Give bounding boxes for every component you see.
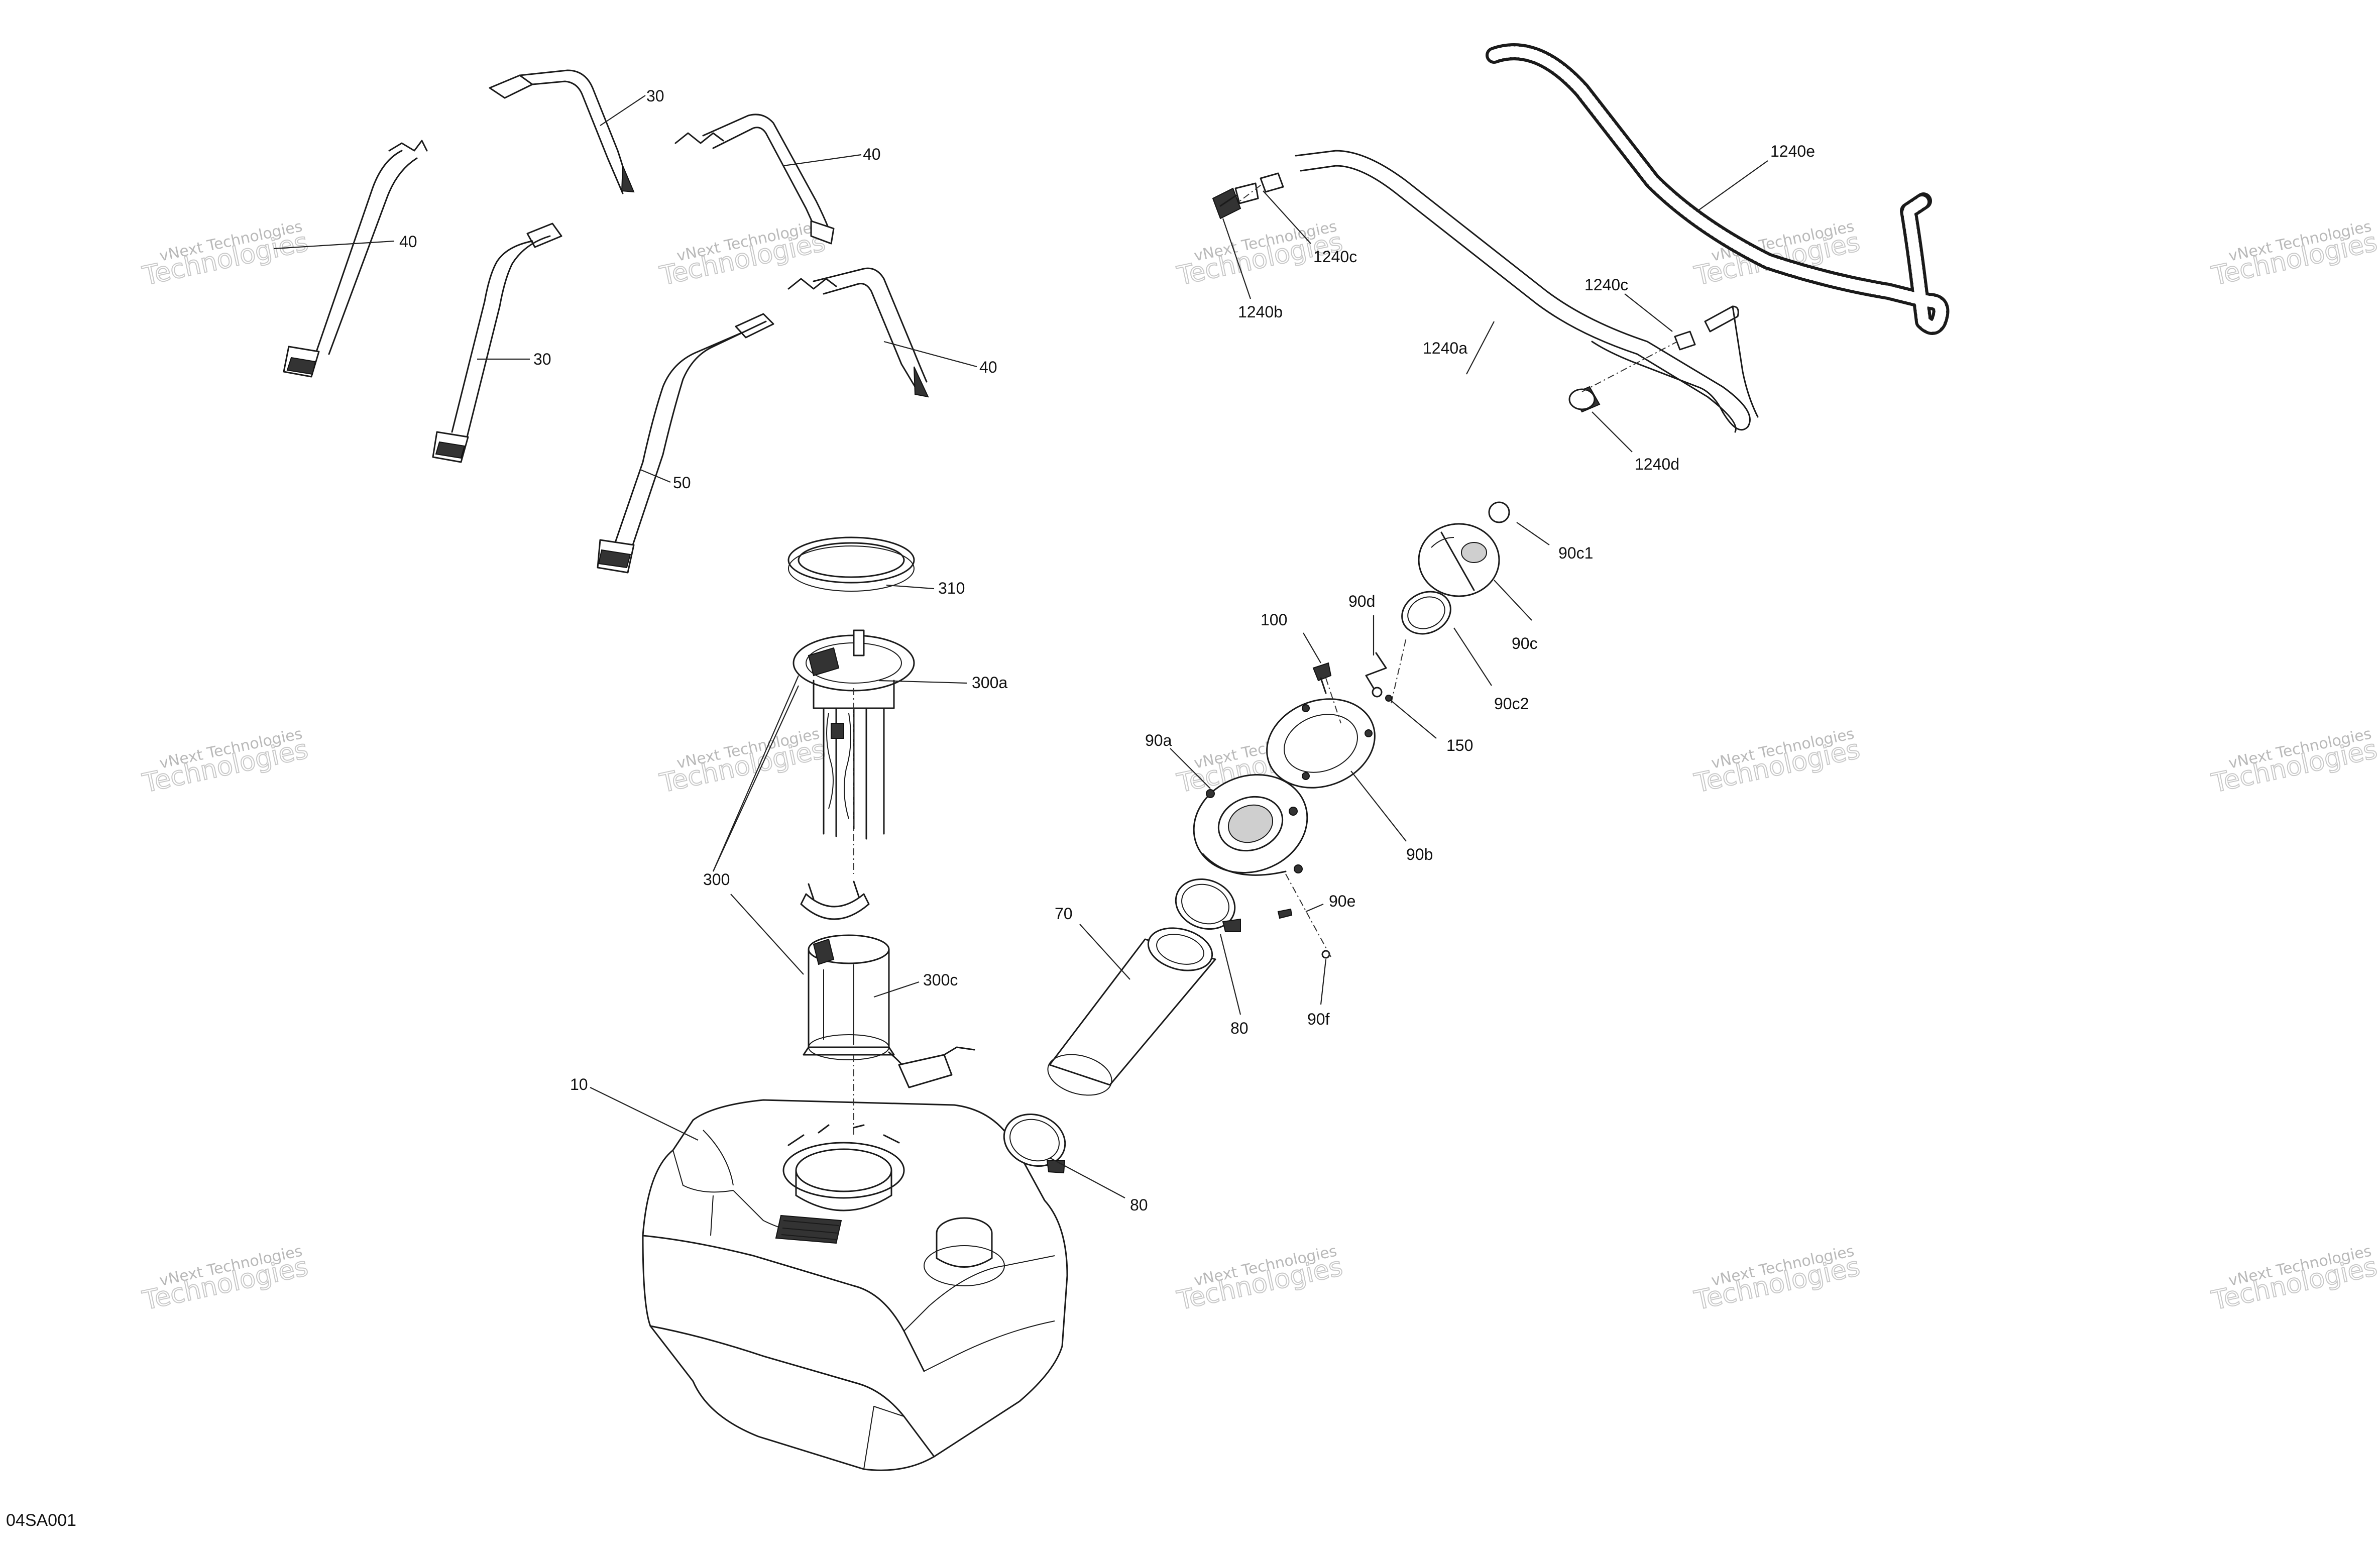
callout-1240b: 1240b: [1238, 303, 1283, 321]
pump-bracket[interactable]: [800, 880, 870, 920]
strap-30-mid[interactable]: [432, 223, 562, 463]
callout-90f: 90f: [1307, 1010, 1330, 1028]
filler-base-90a[interactable]: [1180, 759, 1321, 888]
callout-30-mid: 30: [533, 350, 551, 368]
watermark: vNext Technologies Technologies: [139, 217, 311, 292]
screw-150[interactable]: [1385, 695, 1392, 702]
callout-10: 10: [570, 1075, 588, 1093]
callout-1240a: 1240a: [1423, 339, 1467, 357]
watermark: vNext Technologies Technologies: [139, 725, 311, 799]
strap-50[interactable]: [597, 313, 774, 574]
vent-fitting-1240b[interactable]: [1212, 182, 1259, 219]
watermark: vNext Technologies Technologies: [1691, 725, 1863, 799]
fuel-level-sender[interactable]: [898, 1046, 975, 1088]
o-ring-90c2[interactable]: [1395, 584, 1457, 642]
callout-1240e: 1240e: [1770, 142, 1815, 160]
vent-valve-1240d[interactable]: [1568, 386, 1601, 413]
callout-90d: 90d: [1348, 592, 1375, 610]
watermark: vNext Technologies Technologies: [2208, 217, 2380, 292]
callout-1240d: 1240d: [1635, 455, 1679, 473]
watermark: vNext Technologies Technologies: [2208, 725, 2380, 799]
strap-40-right[interactable]: [787, 267, 929, 398]
callout-40-top: 40: [863, 145, 881, 163]
pump-module-300a[interactable]: [792, 629, 915, 840]
drawing-code: 04SA001: [6, 1511, 76, 1530]
callout-labels: 30 40 40 30 40 50 310 300a 300 300c 10 7…: [399, 87, 1815, 1214]
callout-300: 300: [703, 870, 730, 889]
callout-300c: 300c: [923, 971, 958, 989]
vent-clamp-1240c-right[interactable]: [1674, 330, 1696, 351]
vent-hose-1240a[interactable]: [1295, 150, 1759, 433]
watermark: vNext Technologies Technologies: [1691, 1242, 1863, 1316]
watermark: vNext Technologies Technologies: [656, 725, 828, 799]
clamp-80-upper[interactable]: [1169, 871, 1242, 937]
callout-100: 100: [1261, 611, 1287, 629]
vent-clamp-1240c-top[interactable]: [1260, 172, 1284, 193]
filler-hose-70[interactable]: [1043, 922, 1217, 1102]
callout-80-upper: 80: [1230, 1019, 1249, 1037]
fuel-pump-300c[interactable]: [803, 934, 910, 1076]
watermark: vNext Technologies Technologies: [1174, 1242, 1345, 1316]
callout-50: 50: [673, 474, 691, 492]
vent-hose-1240e[interactable]: [1486, 43, 1950, 335]
assembly-lines: [853, 183, 1678, 1138]
callout-70: 70: [1055, 905, 1073, 923]
strap-30-top[interactable]: [489, 69, 635, 194]
callout-90c2: 90c2: [1494, 695, 1529, 713]
callout-40-left: 40: [399, 233, 417, 251]
watermark: vNext Technologies Technologies: [2208, 1242, 2380, 1316]
cap-insert-90c1[interactable]: [1488, 501, 1510, 523]
tether-90d[interactable]: [1365, 652, 1387, 698]
callout-1240c-right: 1240c: [1584, 276, 1628, 294]
leader-lines: [273, 95, 1768, 1198]
callout-90e: 90e: [1329, 892, 1355, 910]
strap-40-top[interactable]: [674, 114, 835, 245]
callout-310: 310: [938, 579, 965, 597]
callout-40-right: 40: [979, 358, 997, 376]
callout-90b: 90b: [1406, 845, 1433, 863]
fuel-cap-90c[interactable]: [1418, 523, 1500, 597]
seal-ring-310[interactable]: [787, 536, 915, 592]
fuel-tank-10[interactable]: [642, 1099, 1068, 1471]
screw-100[interactable]: [1312, 662, 1332, 694]
callout-150: 150: [1446, 736, 1473, 754]
screw-90e[interactable]: [1277, 908, 1293, 919]
callout-300a: 300a: [972, 674, 1007, 692]
callout-90c: 90c: [1512, 634, 1538, 652]
callout-30-top: 30: [646, 87, 664, 105]
callout-80-lower: 80: [1130, 1196, 1148, 1214]
strap-40-left[interactable]: [283, 140, 428, 378]
gasket-90b[interactable]: [1255, 685, 1388, 803]
callout-90a: 90a: [1145, 731, 1172, 749]
watermark-group: vNext Technologies Technologies vNext Te…: [139, 217, 2380, 1316]
watermark: vNext Technologies Technologies: [139, 1242, 311, 1316]
callout-1240c-top: 1240c: [1313, 248, 1357, 266]
callout-90c1: 90c1: [1558, 544, 1593, 562]
